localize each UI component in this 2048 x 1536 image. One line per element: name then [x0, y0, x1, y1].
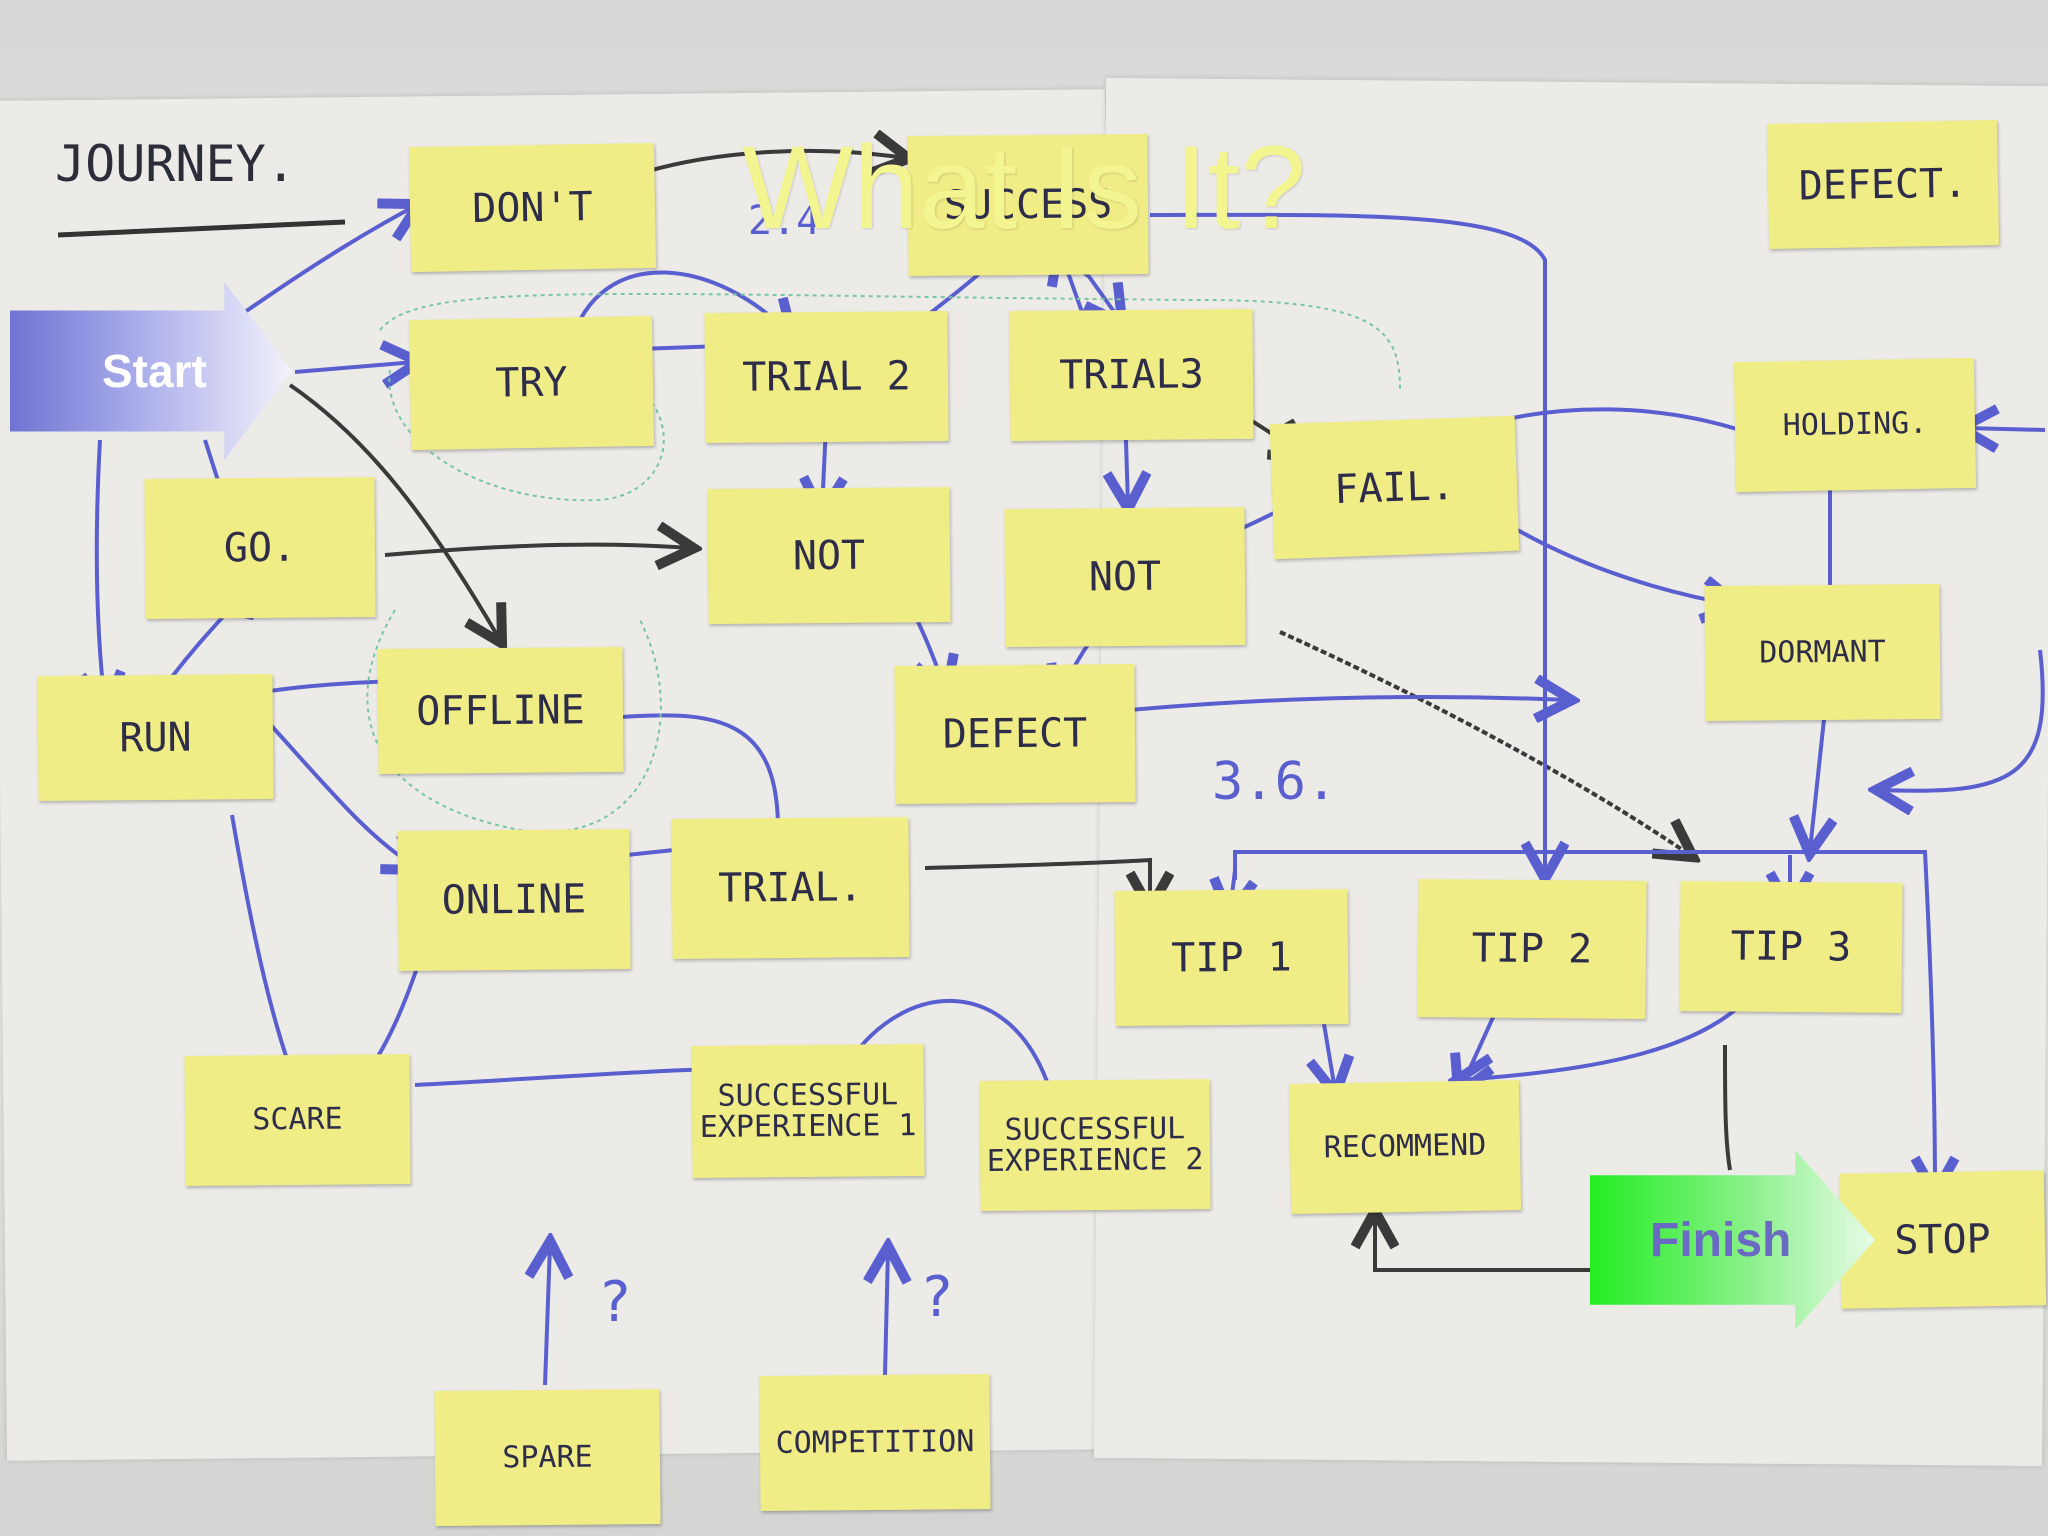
note-try: TRY [408, 315, 655, 451]
connector-experience-arc [843, 998, 1052, 1091]
note-competition: COMPETITION [759, 1373, 991, 1512]
note-holding: HOLDING. [1733, 357, 1977, 493]
score-3-6: 3.6. [1212, 752, 1338, 812]
connector-tips-bar [1233, 850, 1935, 1190]
question-mark-competition: ? [920, 1265, 954, 1330]
connector-start-dont [243, 206, 415, 314]
connector-go-not [384, 545, 690, 555]
note-not-1: NOT [707, 486, 951, 625]
journey-heading: JOURNEY. [55, 135, 296, 193]
connector-offline-trial [621, 713, 781, 836]
connector-try-arc [568, 270, 790, 346]
note-trial: TRIAL. [671, 816, 910, 960]
connector-not-tip [1279, 630, 1690, 855]
note-scare: SCARE [184, 1054, 411, 1186]
start-label: Start [102, 345, 207, 397]
connector-start-offline [288, 383, 500, 640]
connector-defect-right [1129, 697, 1568, 710]
connector-edge-right-top [1965, 428, 2046, 430]
connector-dormant-tip3 [1810, 709, 1825, 850]
score-2-4: 2.4 [748, 198, 821, 244]
note-trial2: TRIAL 2 [704, 310, 949, 444]
note-online: ONLINE [397, 828, 631, 972]
note-not-2: NOT [1004, 506, 1246, 648]
connector-start-try [294, 362, 415, 372]
finish-label: Finish [1650, 1213, 1792, 1267]
note-experience-1: SUCCESSFUL EXPERIENCE 1 [691, 1043, 925, 1179]
note-trial3: TRIAL3 [1009, 308, 1254, 442]
connector-competition-experience [885, 1250, 888, 1376]
connector-start-run [97, 439, 105, 705]
slide-title: What Is It? [742, 122, 1306, 254]
connector-fail-dormant [1483, 508, 1735, 605]
connector-success-tip2 [1149, 212, 1545, 875]
green-loop-top [379, 292, 1401, 391]
connector-spare-experience [545, 1245, 550, 1386]
note-fail: FAIL. [1269, 415, 1520, 560]
connector-trial-tip1 [924, 857, 1150, 905]
connector-dont-success [644, 151, 905, 172]
note-experience-2: SUCCESSFUL EXPERIENCE 2 [979, 1078, 1211, 1212]
connector-recommend-stop [1723, 1044, 1732, 1171]
note-dormant: DORMANT [1704, 583, 1941, 722]
note-offline: OFFLINE [377, 646, 624, 775]
question-mark-spare: ? [598, 1270, 632, 1335]
note-tip-2: TIP 2 [1417, 879, 1647, 1019]
connector-run-scare [230, 814, 300, 1095]
start-arrow: Start [10, 282, 292, 460]
note-defect-mid: DEFECT [894, 663, 1136, 805]
connector-edge-right [1880, 649, 2045, 791]
note-go: GO. [144, 476, 376, 620]
journey-underline [57, 219, 346, 238]
connector-stop-loop [1375, 1215, 1590, 1272]
note-recommend: RECOMMEND [1288, 1080, 1522, 1214]
note-run: RUN [37, 673, 274, 802]
green-loop-try [388, 369, 665, 502]
note-tip-3: TIP 3 [1679, 881, 1903, 1013]
note-tip-1: TIP 1 [1114, 888, 1349, 1027]
note-spare: SPARE [434, 1389, 661, 1526]
